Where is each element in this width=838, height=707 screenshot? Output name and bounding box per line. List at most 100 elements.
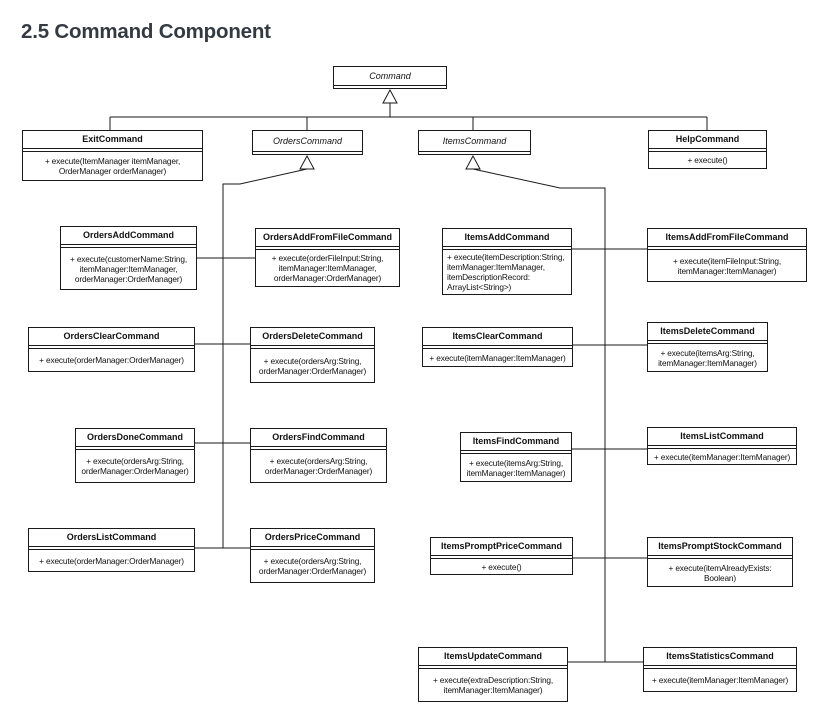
class-help-command: HelpCommand + execute() bbox=[648, 130, 767, 169]
attr-line: orderManager:OrderManager) bbox=[273, 273, 382, 283]
attr-line: + execute(itemFileInput:String, bbox=[672, 255, 782, 266]
class-orders-clear-command: OrdersClearCommand + execute(orderManager… bbox=[28, 327, 195, 372]
class-items-find-command: ItemsFindCommand + execute(itemsArg:Strin… bbox=[460, 432, 572, 482]
class-name-items-command: ItemsCommand bbox=[419, 131, 530, 152]
attr-line: orderManager:OrderManager) bbox=[74, 273, 183, 284]
inheritance-arrow-items bbox=[465, 154, 481, 170]
class-attrs-items-add-from-file-command: + execute(itemFileInput:String,itemManag… bbox=[648, 250, 806, 281]
attr-line: ArrayList<String>) bbox=[447, 282, 512, 292]
class-attrs-items-update-command: + execute(extraDescription:String,itemMa… bbox=[419, 669, 567, 701]
class-attrs-items-delete-command: + execute(itemsArg:String,itemManager:It… bbox=[648, 344, 767, 371]
attr-line: itemManager:ItemManager) bbox=[677, 265, 777, 276]
attr-line: itemDescriptionRecord: bbox=[447, 272, 530, 282]
class-name-items-clear-command: ItemsClearCommand bbox=[423, 328, 572, 346]
class-orders-command: OrdersCommand bbox=[252, 130, 363, 155]
class-name-orders-clear-command: OrdersClearCommand bbox=[29, 328, 194, 346]
compartment-separator bbox=[461, 451, 571, 454]
attr-line: OrderManager orderManager) bbox=[58, 166, 167, 176]
class-items-prompt-stock-command: ItemsPromptStockCommand + execute(itemAlr… bbox=[647, 537, 793, 587]
class-attrs-items-list-command: + execute(itemManager:ItemManager) bbox=[648, 449, 796, 464]
attr-line: itemManager:ItemManager) bbox=[658, 357, 757, 368]
inheritance-arrow-command bbox=[382, 88, 398, 104]
class-name-items-update-command: ItemsUpdateCommand bbox=[419, 648, 567, 666]
attr-line: + execute(orderFileInput:String, bbox=[271, 253, 384, 263]
compartment-separator bbox=[419, 152, 530, 154]
class-attrs-orders-find-command: + execute(ordersArg:String,orderManager:… bbox=[251, 450, 386, 482]
attr-line: + execute(ordersArg:String, bbox=[269, 456, 368, 466]
attr-line: + execute(itemManager:ItemManager) bbox=[653, 451, 791, 462]
attr-line: itemManager:ItemManager, bbox=[278, 263, 377, 273]
compartment-separator bbox=[23, 149, 202, 152]
class-name-items-delete-command: ItemsDeleteCommand bbox=[648, 323, 767, 341]
attr-line: orderManager:OrderManager) bbox=[264, 466, 373, 476]
class-attrs-items-clear-command: + execute(itemManager:ItemManager) bbox=[423, 349, 572, 366]
class-orders-add-command: OrdersAddCommand + execute(customerName:S… bbox=[60, 226, 197, 290]
class-orders-list-command: OrdersListCommand+ execute(orderManager:… bbox=[28, 528, 195, 572]
class-name-orders-add-command: OrdersAddCommand bbox=[61, 227, 196, 245]
attr-line: itemManager:ItemManager, bbox=[79, 263, 178, 274]
class-attrs-help-command: + execute() bbox=[649, 152, 766, 168]
attr-line: + execute(ordersArg:String, bbox=[263, 355, 362, 366]
items-spine bbox=[472, 168, 606, 662]
class-attrs-items-prompt-price-command: + execute() bbox=[431, 559, 572, 574]
class-items-add-command: ItemsAddCommand + execute(itemDescription… bbox=[442, 228, 572, 295]
compartment-separator bbox=[648, 446, 796, 449]
class-orders-price-command: OrdersPriceCommand+ execute(ordersArg:St… bbox=[250, 528, 375, 583]
class-name-help-command: HelpCommand bbox=[649, 131, 766, 149]
compartment-separator bbox=[251, 447, 386, 450]
attr-line: + execute(orderManager:OrderManager) bbox=[39, 355, 184, 365]
class-items-update-command: ItemsUpdateCommand + execute(extraDescrip… bbox=[418, 647, 568, 702]
class-name-items-prompt-stock-command: ItemsPromptStockCommand bbox=[648, 538, 792, 556]
attr-line: orderManager:OrderManager) bbox=[258, 566, 367, 576]
class-attrs-orders-done-command: + execute(ordersArg:String,orderManager:… bbox=[76, 450, 194, 482]
attr-line: + execute(extraDescription:String, bbox=[432, 675, 554, 685]
compartment-separator bbox=[648, 247, 806, 250]
class-attrs-orders-delete-command: + execute(ordersArg:String,orderManager:… bbox=[251, 349, 374, 382]
class-attrs-orders-add-command: + execute(customerName:String,itemManage… bbox=[61, 248, 196, 289]
class-name-items-add-command: ItemsAddCommand bbox=[443, 229, 571, 247]
compartment-separator bbox=[648, 556, 792, 559]
compartment-separator bbox=[431, 556, 572, 559]
attr-line: Boolean) bbox=[703, 572, 736, 583]
class-name-items-prompt-price-command: ItemsPromptPriceCommand bbox=[431, 538, 572, 556]
class-name-orders-list-command: OrdersListCommand bbox=[29, 529, 194, 547]
attr-line: + execute(itemAlreadyExists: bbox=[668, 562, 772, 573]
class-name-orders-add-from-file-command: OrdersAddFromFileCommand bbox=[256, 229, 399, 247]
class-name-items-add-from-file-command: ItemsAddFromFileCommand bbox=[648, 229, 806, 247]
class-name-orders-command: OrdersCommand bbox=[253, 131, 362, 152]
compartment-separator bbox=[29, 346, 194, 349]
compartment-separator bbox=[644, 666, 796, 669]
class-attrs-orders-add-from-file-command: + execute(orderFileInput:String,itemMana… bbox=[256, 250, 399, 286]
class-attrs-items-add-command: + execute(itemDescription:String,itemMan… bbox=[443, 250, 571, 294]
attr-line: + execute(itemsArg:String, bbox=[468, 457, 564, 468]
attr-line: + execute() bbox=[481, 561, 522, 572]
compartment-separator bbox=[649, 149, 766, 152]
class-attrs-exit-command: + execute(ItemManager itemManager,OrderM… bbox=[23, 152, 202, 180]
compartment-separator bbox=[29, 547, 194, 550]
attr-line: + execute(ordersArg:String, bbox=[86, 456, 184, 466]
compartment-separator bbox=[61, 245, 196, 248]
class-name-command: Command bbox=[334, 67, 446, 86]
class-orders-find-command: OrdersFindCommand+ execute(ordersArg:Str… bbox=[250, 428, 387, 483]
compartment-separator bbox=[251, 547, 374, 550]
section-heading: 2.5 Command Component bbox=[21, 20, 271, 43]
class-attrs-items-prompt-stock-command: + execute(itemAlreadyExists:Boolean) bbox=[648, 559, 792, 586]
class-items-clear-command: ItemsClearCommand + execute(itemManager:I… bbox=[422, 327, 573, 367]
class-name-items-list-command: ItemsListCommand bbox=[648, 428, 796, 446]
class-exit-command: ExitCommand+ execute(ItemManager itemMan… bbox=[22, 130, 203, 181]
class-items-delete-command: ItemsDeleteCommand + execute(itemsArg:Str… bbox=[647, 322, 768, 372]
class-items-prompt-price-command: ItemsPromptPriceCommand + execute() bbox=[430, 537, 573, 575]
class-attrs-items-statistics-command: + execute(itemManager:ItemManager) bbox=[644, 669, 796, 691]
orders-spine bbox=[222, 168, 308, 548]
class-items-add-from-file-command: ItemsAddFromFileCommand + execute(itemFil… bbox=[647, 228, 807, 282]
attr-line: + execute(ordersArg:String, bbox=[263, 556, 362, 566]
class-orders-delete-command: OrdersDeleteCommand+ execute(ordersArg:S… bbox=[250, 327, 375, 383]
compartment-separator bbox=[253, 152, 362, 154]
compartment-separator bbox=[648, 341, 767, 344]
class-attrs-items-find-command: + execute(itemsArg:String,itemManager:It… bbox=[461, 454, 571, 481]
attr-line: itemManager:ItemManager) bbox=[466, 467, 566, 478]
class-name-items-find-command: ItemsFindCommand bbox=[461, 433, 571, 451]
class-orders-add-from-file-command: OrdersAddFromFileCommand + execute(orderF… bbox=[255, 228, 400, 287]
class-name-items-statistics-command: ItemsStatisticsCommand bbox=[644, 648, 796, 666]
